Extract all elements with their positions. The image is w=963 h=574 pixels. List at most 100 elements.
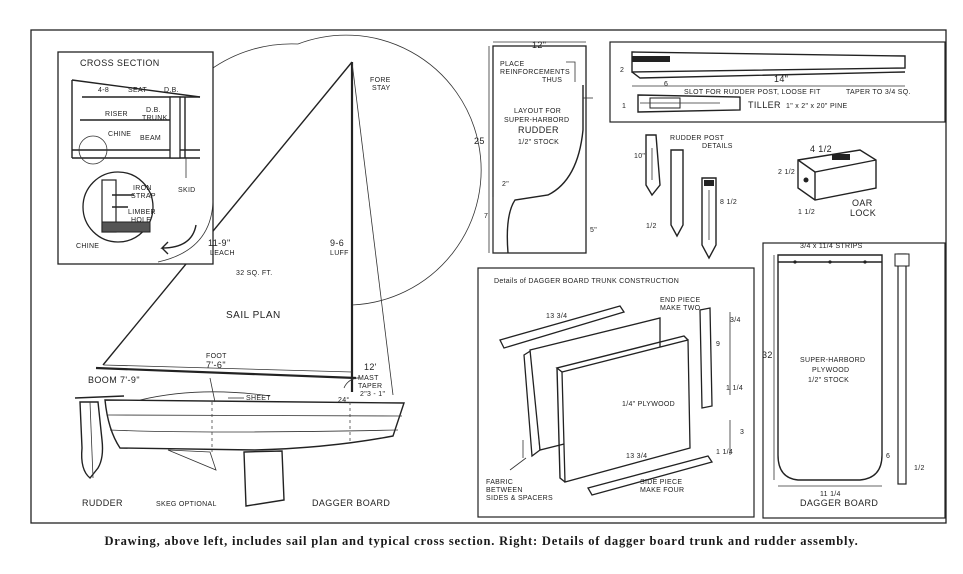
- cross-section-chine: CHINE: [108, 131, 131, 138]
- mast-angle: 24°: [338, 396, 350, 404]
- sail-area: 32 SQ. FT.: [236, 270, 272, 277]
- skeg: [167, 449, 217, 471]
- figure-caption: Drawing, above left, includes sail plan …: [104, 534, 859, 548]
- tiller-dim-6: 6: [664, 81, 668, 88]
- dagger-board-label-1: SUPER-HARBORD: [800, 357, 865, 364]
- trunk-bottom-spacer: [587, 455, 714, 496]
- luff-dimension: 9-6: [330, 238, 344, 248]
- dagger-board-dim-6: 6: [886, 453, 890, 460]
- trunk-dim-13b: 13 3/4: [626, 453, 647, 460]
- trunk-dim-3: 3: [740, 429, 744, 436]
- trunk-dim-1b: 1 1/4: [716, 449, 733, 456]
- fore-stay-label-1: FORE: [370, 77, 391, 84]
- trunk-fabric-3: SIDES & SPACERS: [486, 495, 553, 502]
- rudder-post-label-1: RUDDER POST: [670, 135, 725, 142]
- sheet-label: SHEET: [246, 395, 271, 402]
- oarlock-dim-1: 1 1/2: [798, 209, 815, 216]
- sail-plan-drawing: [74, 34, 482, 507]
- tiller-label: TILLER: [748, 100, 781, 110]
- outer-border: [30, 29, 947, 524]
- dagger-board-outline: [777, 254, 883, 481]
- dagger-board-height: 32: [762, 350, 773, 360]
- oarlock-label-2: LOCK: [850, 208, 876, 218]
- cross-section-seat: SEAT: [128, 87, 147, 94]
- foot-label: FOOT: [206, 353, 227, 360]
- trunk-top-spacer: [499, 305, 626, 349]
- rudder-width-dim: 12": [532, 40, 546, 50]
- rudder-shape: [79, 401, 104, 479]
- rudder-post-label-2: DETAILS: [702, 143, 733, 150]
- trunk-dim-9: 9: [716, 341, 720, 348]
- cross-section-db: D.B.: [164, 87, 179, 94]
- trunk-side-1: SIDE PIECE: [640, 479, 682, 486]
- rudder-label: RUDDER: [82, 498, 123, 508]
- cross-section-title: CROSS SECTION: [80, 58, 160, 68]
- rudder-post-dim-half: 1/2: [646, 223, 657, 230]
- cross-section-riser: RISER: [105, 111, 128, 118]
- trunk-frame: [477, 267, 755, 518]
- rudder-stock-outline: [492, 45, 587, 254]
- dagger-board-side: [243, 450, 285, 507]
- fore-stay: [351, 61, 394, 396]
- dagger-board-width: 11 1/4: [820, 491, 841, 498]
- trunk-side-2: MAKE FOUR: [640, 487, 684, 494]
- oarlock-drawing: [797, 149, 877, 201]
- trunk-dim-1a: 1 1/4: [726, 385, 743, 392]
- cross-section-dim: 4-8: [98, 87, 109, 94]
- cross-section-chine-outer: CHINE: [76, 243, 99, 250]
- rudder-dim-2: 2": [502, 181, 509, 188]
- cross-section-limber-2: HOLE: [131, 217, 151, 224]
- dagger-board-dim-half: 1/2: [914, 465, 925, 472]
- rudder-place-2: REINFORCEMENTS: [500, 69, 570, 76]
- tiller-spec: 1" x 2" x 20" PINE: [786, 103, 848, 110]
- cross-section-db-trunk-1: D.B.: [146, 107, 161, 114]
- rudder-post-details: [645, 134, 717, 260]
- oarlock-label-1: OAR: [852, 198, 873, 208]
- trunk-end-piece-2: MAKE TWO: [660, 305, 701, 312]
- dagger-board-label-2: PLYWOOD: [812, 367, 849, 374]
- rudder-layout-1: LAYOUT FOR: [514, 108, 561, 115]
- rudder-height-dim: 25: [474, 136, 485, 146]
- trunk-end-piece-1: END PIECE: [660, 297, 700, 304]
- mast-taper: TAPER: [358, 383, 382, 390]
- trunk-dim-34: 3/4: [730, 317, 741, 324]
- cross-section-iron-1: IRON: [133, 185, 152, 192]
- boom: [95, 366, 357, 380]
- mast-dimension: 12': [364, 362, 377, 372]
- cross-section-limber-1: LIMBER: [128, 209, 156, 216]
- rudder-dim-5: 5": [590, 227, 597, 234]
- sail-plan-title: SAIL PLAN: [226, 310, 281, 321]
- rudder-layout-drawing: [488, 41, 593, 254]
- cross-section-iron-2: STRAP: [131, 193, 156, 200]
- trunk-construction: [477, 267, 755, 518]
- luff-label: LUFF: [330, 250, 349, 257]
- rudder-layout-3: RUDDER: [518, 125, 559, 135]
- trunk-dim-13a: 13 3/4: [546, 313, 567, 320]
- cross-section-beam: BEAM: [140, 135, 161, 142]
- tiller-taper: TAPER TO 3/4 SQ.: [846, 89, 911, 96]
- trunk-fabric-2: BETWEEN: [486, 487, 523, 494]
- tiller-dim-2: 2: [620, 67, 624, 74]
- rudder-layout-2: SUPER-HARBORD: [504, 117, 569, 124]
- tiller-dim-1: 1: [622, 103, 626, 110]
- oarlock-dim-4: 4 1/2: [810, 144, 832, 154]
- foot-dimension: 7'-6": [206, 360, 226, 370]
- leach-dimension: 11-9": [208, 238, 231, 248]
- tiller-slot: SLOT FOR RUDDER POST, LOOSE FIT: [684, 89, 821, 96]
- trunk-fabric-1: FABRIC: [486, 479, 513, 486]
- trunk-plywood: 1/4" PLYWOOD: [622, 401, 675, 408]
- cross-section-inset: [57, 51, 214, 265]
- rudder-post-dim-10: 10": [634, 153, 645, 160]
- trunk-end-piece-right: [699, 307, 713, 409]
- dagger-board-label-3: 1/2" STOCK: [808, 377, 849, 384]
- rudder-post-dim-8: 8 1/2: [720, 199, 737, 206]
- tiller-side: [637, 94, 741, 113]
- dagger-board-side-label: DAGGER BOARD: [312, 498, 390, 508]
- trunk-plywood-front: [561, 339, 691, 483]
- mast-label: MAST: [358, 375, 379, 382]
- rudder-dim-7: 7: [484, 213, 488, 220]
- boom-label: BOOM 7'-9": [88, 375, 140, 385]
- trunk-title: Details of DAGGER BOARD TRUNK CONSTRUCTI…: [494, 278, 679, 285]
- fore-stay-label-2: STAY: [372, 85, 390, 92]
